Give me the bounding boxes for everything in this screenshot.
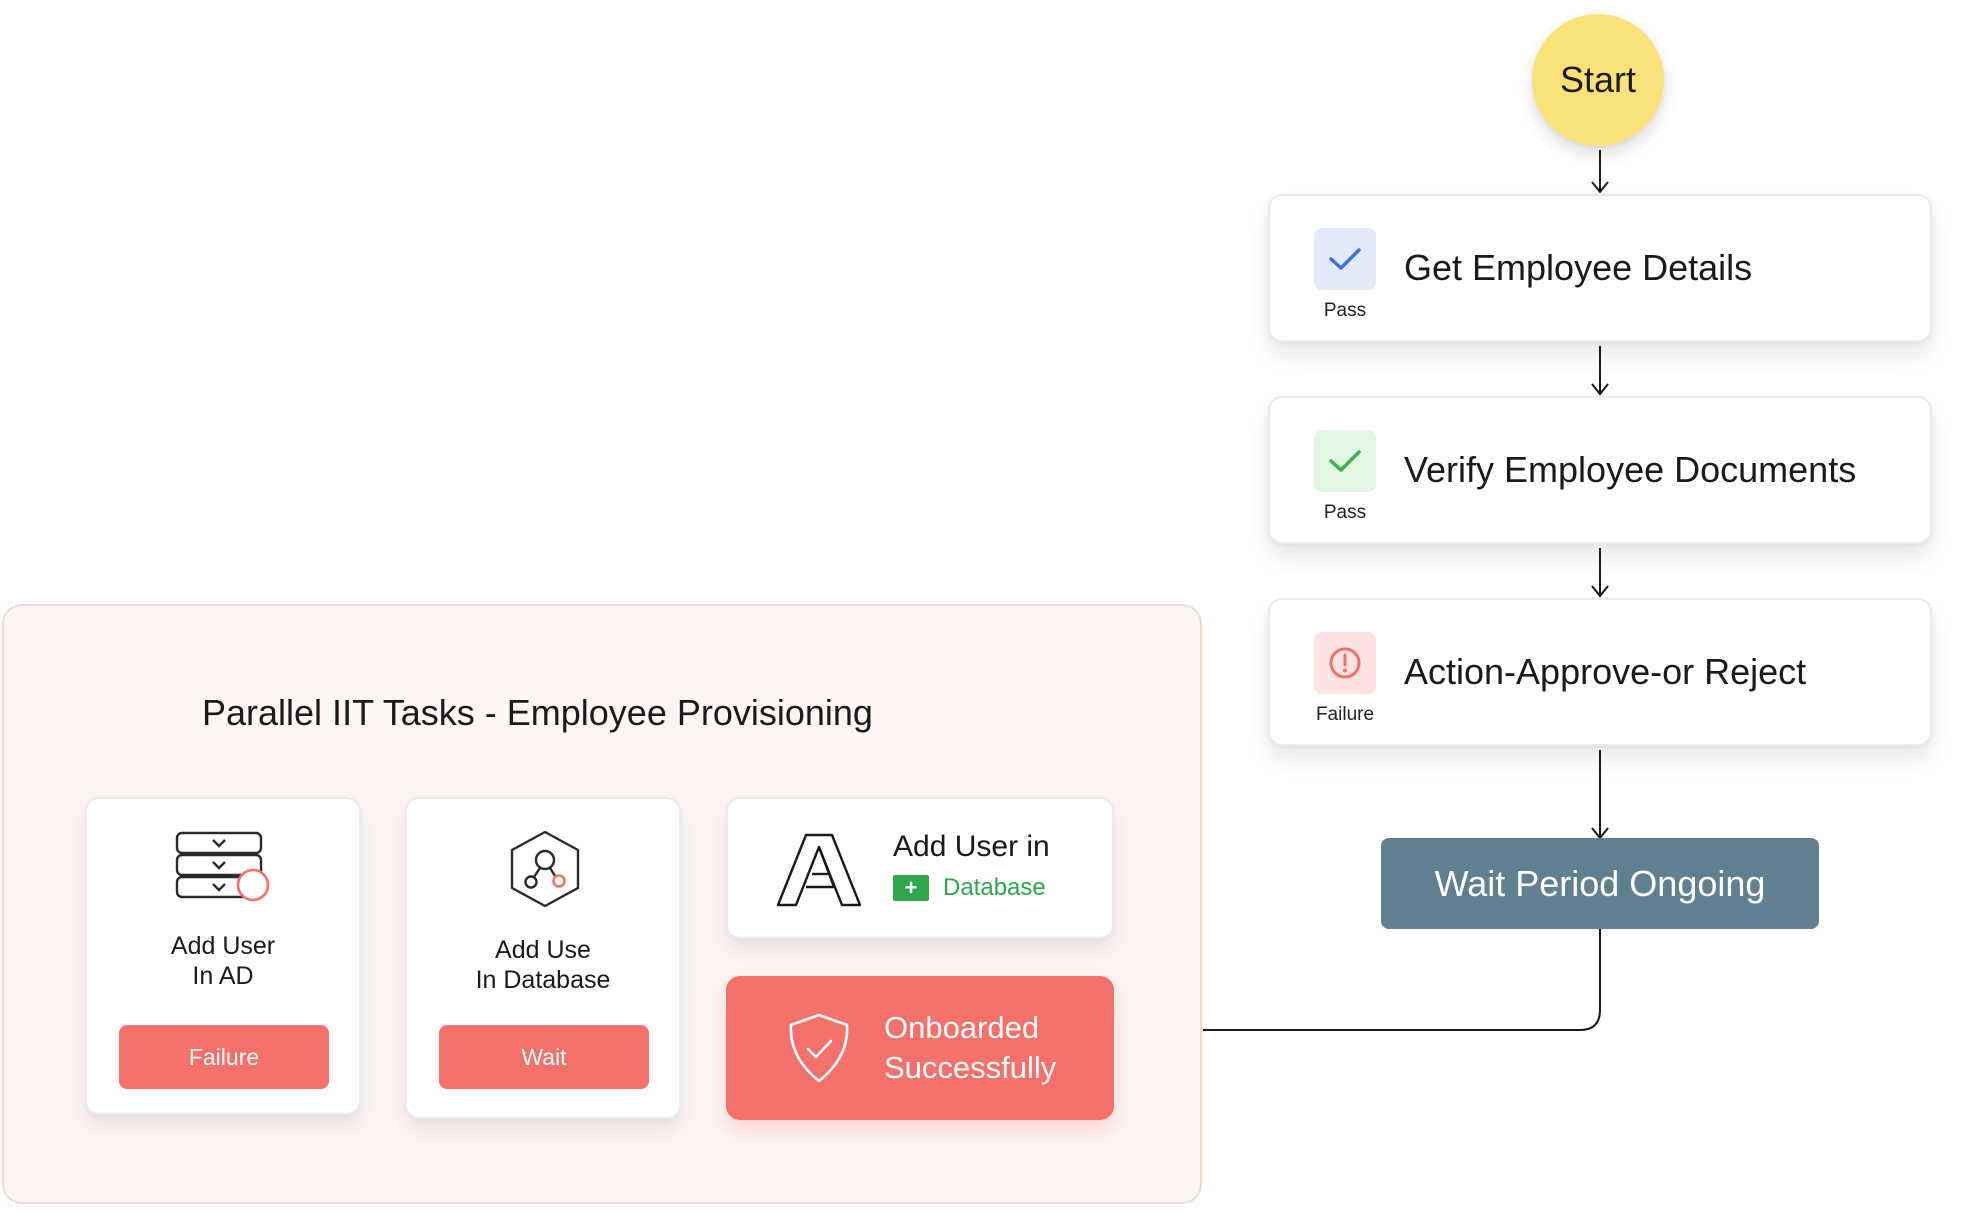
alert-circle-icon [1329, 647, 1361, 679]
database-tag: + Database [893, 874, 1046, 902]
add-user-in-title: Add User in [893, 830, 1050, 863]
failure-status-badge [1314, 632, 1376, 694]
step-card-verify-employee-documents[interactable]: Pass Verify Employee Documents [1268, 396, 1932, 544]
check-icon [1329, 450, 1361, 472]
onboarded-line2: Successfully [884, 1050, 1057, 1085]
status-label: Failure [1315, 704, 1375, 725]
check-icon [1329, 248, 1361, 270]
task-label-line1: Add User [170, 932, 276, 960]
onboarded-line1: Onboarded [884, 1010, 1040, 1045]
wait-period-label: Wait Period Ongoing [1434, 862, 1766, 904]
onboarded-successfully-node[interactable]: Onboarded Successfully [726, 976, 1114, 1120]
step-title: Action-Approve-or Reject [1404, 651, 1807, 692]
step-card-get-employee-details[interactable]: Pass Get Employee Details [1268, 194, 1932, 342]
plus-icon: + [893, 875, 929, 901]
status-label: Pass [1323, 300, 1367, 321]
task-label-line2: In Database [475, 966, 611, 994]
database-tag-label: Database [943, 874, 1046, 901]
start-node[interactable]: Start [1532, 14, 1664, 146]
shield-check-icon [789, 1013, 849, 1083]
pass-status-badge [1314, 430, 1376, 492]
status-label: Pass [1323, 502, 1367, 523]
task-label-line1: Add Use [495, 936, 591, 964]
server-stack-icon [175, 831, 270, 902]
letter-a-logo-icon [776, 833, 862, 907]
task-label-line2: In AD [192, 962, 254, 990]
step-title: Verify Employee Documents [1404, 449, 1857, 490]
step-card-action-approve-or-reject[interactable]: Failure Action-Approve-or Reject [1268, 598, 1932, 746]
start-label: Start [1559, 59, 1637, 100]
wait-button[interactable]: Wait [439, 1025, 649, 1089]
step-title: Get Employee Details [1404, 247, 1753, 288]
task-card-add-user-ad[interactable]: Add User In AD Failure [85, 797, 361, 1115]
task-card-add-user-in-database[interactable] [726, 797, 1114, 939]
wait-period-node[interactable]: Wait Period Ongoing [1381, 838, 1819, 929]
failure-button[interactable]: Failure [119, 1025, 329, 1089]
pass-status-badge [1314, 228, 1376, 290]
hexagon-network-icon [510, 830, 580, 908]
onboarded-label: Onboarded Successfully [884, 1008, 1056, 1088]
panel-title: Parallel IIT Tasks - Employee Provisioni… [202, 692, 873, 733]
task-card-add-user-database[interactable]: Add Use In Database Wait [405, 797, 681, 1119]
